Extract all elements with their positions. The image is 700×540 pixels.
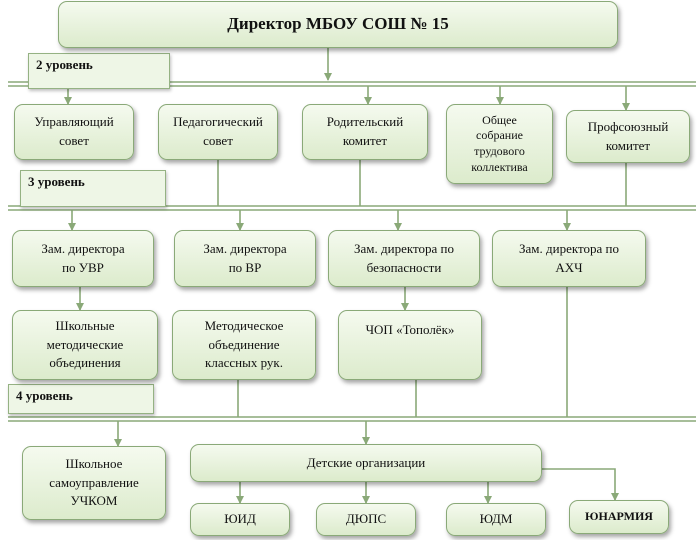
deputy-vr-line-1: Зам. директора xyxy=(203,240,287,256)
children-organizations-label: Детские организации xyxy=(306,454,426,470)
deputy-ahch-line-1: Зам. директора по xyxy=(519,240,619,256)
parent-committee-box: Родительский комитет xyxy=(302,104,428,160)
deputy-vr-box: Зам. директора по ВР xyxy=(174,230,316,287)
security-company-label: ЧОП «Тополёк» xyxy=(365,322,455,337)
level-4-label: 4 уровень xyxy=(8,384,154,414)
level-3-label: 3 уровень xyxy=(20,170,166,207)
org-yunarmiya-label: ЮНАРМИЯ xyxy=(585,509,653,524)
deputy-uvr-line-1: Зам. директора xyxy=(41,240,125,256)
org-dyups-box: ДЮПС xyxy=(316,503,416,536)
pedagogical-council-line-2: совет xyxy=(203,133,233,148)
governing-council-line-1: Управляющий xyxy=(34,114,114,130)
deputy-vr-line-2: по ВР xyxy=(228,259,262,275)
governing-council-box: Управляющий совет xyxy=(14,104,134,160)
ctma-line-3: классных рук. xyxy=(205,355,283,371)
org-yudm-box: ЮДМ xyxy=(446,503,546,536)
class-teachers-association-box: Методическое объединение классных рук. xyxy=(172,310,316,380)
deputy-uvr-line-2: по УВР xyxy=(62,259,104,275)
org-yudm-label: ЮДМ xyxy=(479,511,513,527)
governing-council-line-2: совет xyxy=(59,133,89,148)
ctma-line-1: Методическое xyxy=(204,317,284,333)
org-yunarmiya-box: ЮНАРМИЯ xyxy=(569,500,669,534)
deputy-security-line-2: безопасности xyxy=(366,259,442,275)
school-methodical-associations-box: Школьные методические объединения xyxy=(12,310,158,380)
smo-line-2: методические xyxy=(46,336,124,352)
director-label: Директор МБОУ СОШ № 15 xyxy=(227,14,449,34)
self-gov-line-1: Школьное xyxy=(65,455,123,471)
parent-committee-line-2: комитет xyxy=(342,133,388,148)
parent-committee-line-1: Родительский xyxy=(326,114,404,130)
deputy-uvr-box: Зам. директора по УВР xyxy=(12,230,154,287)
general-meeting-line-2: собрание xyxy=(476,128,523,143)
org-yuid-box: ЮИД xyxy=(190,503,290,536)
org-dyups-label: ДЮПС xyxy=(345,511,387,527)
director-box: Директор МБОУ СОШ № 15 xyxy=(58,1,618,48)
trade-union-line-2: комитет xyxy=(605,137,651,153)
security-company-box: ЧОП «Тополёк» xyxy=(338,310,482,380)
pedagogical-council-box: Педагогический совет xyxy=(158,104,278,160)
general-meeting-line-3: трудового xyxy=(474,144,525,158)
org-yuid-label: ЮИД xyxy=(224,511,256,527)
deputy-security-box: Зам. директора по безопасности xyxy=(328,230,480,287)
trade-union-line-1: Профсоюзный xyxy=(587,118,669,134)
smo-line-3: объединения xyxy=(49,355,121,371)
pedagogical-council-line-1: Педагогический xyxy=(173,114,263,130)
general-meeting-line-4: коллектива xyxy=(471,159,528,174)
self-gov-line-3: УЧКОМ xyxy=(70,493,118,509)
children-organizations-box: Детские организации xyxy=(190,444,542,482)
ctma-line-2: объединение xyxy=(208,336,280,352)
trade-union-box: Профсоюзный комитет xyxy=(566,110,690,163)
deputy-ahch-box: Зам. директора по АХЧ xyxy=(492,230,646,287)
level-2-label: 2 уровень xyxy=(28,53,170,89)
self-gov-line-2: самоуправление xyxy=(49,474,139,490)
deputy-security-line-1: Зам. директора по xyxy=(354,240,454,256)
deputy-ahch-line-2: АХЧ xyxy=(555,259,583,275)
general-meeting-line-1: Общее xyxy=(482,112,517,127)
smo-line-1: Школьные xyxy=(55,317,115,333)
